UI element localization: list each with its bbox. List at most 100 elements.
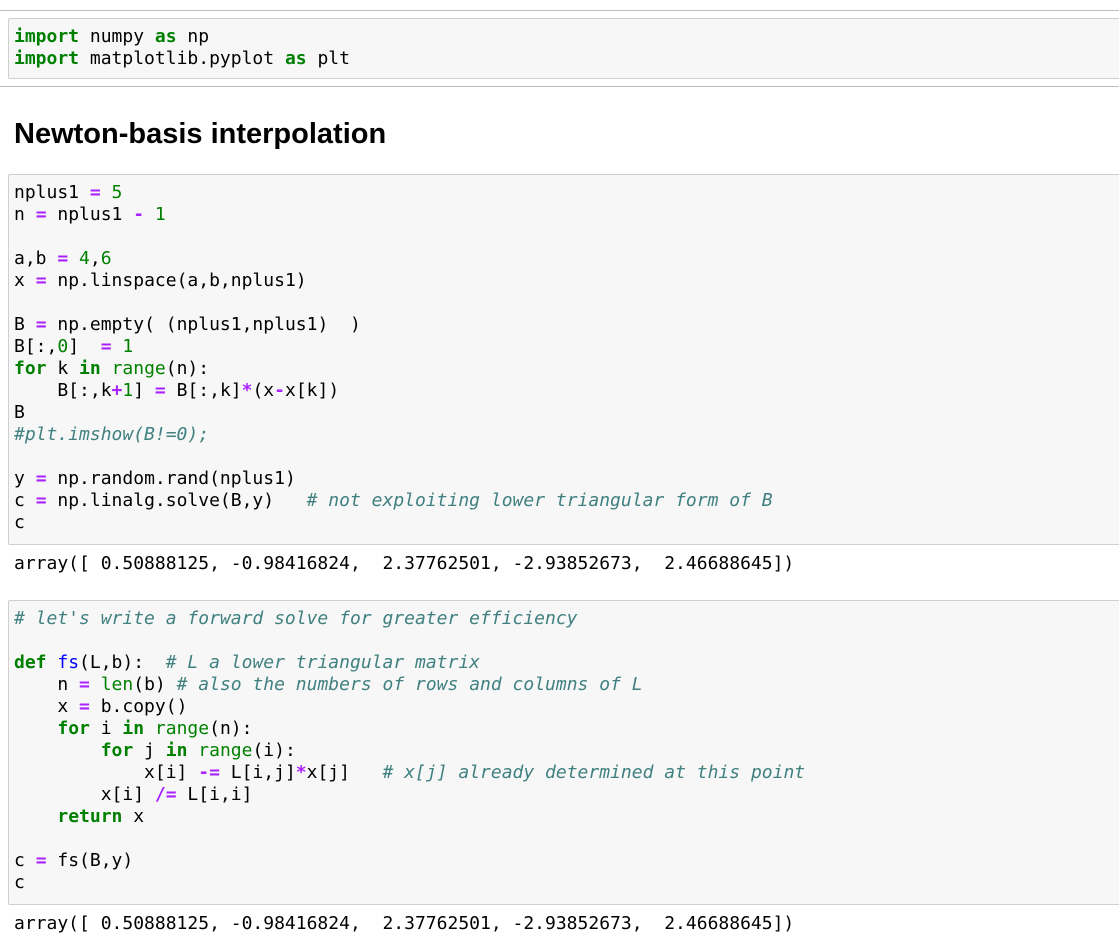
code-text-token: B[:,k] <box>165 380 242 401</box>
keyword-token: for <box>100 740 134 761</box>
code-text-token: x[k]) <box>285 380 340 401</box>
code-line <box>14 292 1117 314</box>
cell-separator <box>0 10 1119 11</box>
code-text-token: c <box>14 512 25 533</box>
code-line: B[:,0] = 1 <box>14 336 1117 358</box>
number-token: 1 <box>122 380 134 401</box>
code-text-token <box>14 740 101 761</box>
operator-token: = <box>57 248 69 269</box>
keyword-token: import <box>14 48 80 69</box>
code-text-token <box>144 718 155 739</box>
code-line <box>14 828 1117 850</box>
code-text-token: n <box>14 674 80 695</box>
code-line: for i in range(n): <box>14 718 1117 740</box>
code-text-token: (i): <box>252 740 296 761</box>
code-text-token <box>101 358 112 379</box>
operator-token: + <box>111 380 123 401</box>
operator-token: = <box>35 314 47 335</box>
code-text-token: c <box>14 490 36 511</box>
code-text-token: np.empty( (nplus1,nplus1) ) <box>46 314 361 335</box>
code-text-token: i <box>89 718 123 739</box>
code-text-token: a,b <box>14 248 58 269</box>
number-token: 4 <box>79 248 90 269</box>
code-text-token: (b) <box>133 674 177 695</box>
code-line: for k in range(n): <box>14 358 1117 380</box>
code-line: # let's write a forward solve for greate… <box>14 608 1117 630</box>
comment-token: #plt.imshow(B!=0); <box>14 424 210 445</box>
code-line <box>14 446 1117 468</box>
operator-token: = <box>35 850 47 871</box>
code-line: c = fs(B,y) <box>14 850 1117 872</box>
code-text-token: k <box>46 358 80 379</box>
code-text-token: np.linspace(a,b,nplus1) <box>46 270 307 291</box>
cell-output: array([ 0.50888125, -0.98416824, 2.37762… <box>14 553 795 574</box>
code-line <box>14 630 1117 652</box>
code-text-token: matplotlib.pyplot <box>79 48 285 69</box>
code-line: n = len(b) # also the numbers of rows an… <box>14 674 1117 696</box>
code-text-token: B <box>14 402 25 423</box>
number-token: 6 <box>100 248 112 269</box>
keyword-token: for <box>57 718 90 739</box>
code-text-token: L[i,i] <box>176 784 253 805</box>
number-token: 0 <box>57 336 69 357</box>
operator-token: - <box>274 380 285 401</box>
code-cell-forward-solve[interactable]: # let's write a forward solve for greate… <box>8 600 1119 905</box>
code-text-token <box>101 182 112 203</box>
code-text-token: np.random.rand(nplus1) <box>46 468 296 489</box>
code-line: B = np.empty( (nplus1,nplus1) ) <box>14 314 1117 336</box>
code-line: y = np.random.rand(nplus1) <box>14 468 1117 490</box>
code-line: import numpy as np <box>14 26 1117 48</box>
keyword-token: import <box>14 26 80 47</box>
code-text-token: x <box>122 806 145 827</box>
operator-token: = <box>154 380 166 401</box>
keyword-token: in <box>165 740 188 761</box>
comment-token: # x[j] already determined at this point <box>382 762 806 783</box>
number-token: 1 <box>154 204 166 225</box>
number-token: 1 <box>122 336 134 357</box>
code-text-token <box>90 674 101 695</box>
code-line: nplus1 = 5 <box>14 182 1117 204</box>
code-text-token: np.linalg.solve(B,y) <box>46 490 307 511</box>
code-text-token: x[j] <box>306 762 383 783</box>
operator-token: - <box>133 204 145 225</box>
operator-token: = <box>79 696 90 717</box>
code-text-token: (x <box>252 380 275 401</box>
keyword-token: in <box>122 718 145 739</box>
operator-token: = <box>79 674 90 695</box>
cell-output: array([ 0.50888125, -0.98416824, 2.37762… <box>14 913 795 934</box>
operator-token: = <box>35 270 47 291</box>
code-line: return x <box>14 806 1117 828</box>
keyword-token: def <box>14 652 47 673</box>
code-line: x[i] /= L[i,i] <box>14 784 1117 806</box>
code-text-token: x[i] <box>14 762 199 783</box>
code-text-token <box>47 652 58 673</box>
comment-token: # let's write a forward solve for greate… <box>14 608 578 629</box>
code-text-token: j <box>133 740 166 761</box>
function-name-token: fs <box>57 652 80 673</box>
operator-token: = <box>35 468 47 489</box>
operator-token: * <box>241 380 253 401</box>
comment-token: # L a lower triangular matrix <box>165 652 481 673</box>
code-text-token: nplus1 <box>14 182 90 203</box>
code-text-token <box>187 740 198 761</box>
code-text-token: (L,b): <box>79 652 166 673</box>
code-line <box>14 226 1117 248</box>
code-text-token: x[i] <box>14 784 155 805</box>
operator-token: = <box>35 490 47 511</box>
code-text-token: numpy <box>79 26 155 47</box>
builtin-token: len <box>100 674 134 695</box>
keyword-token: return <box>57 806 123 827</box>
code-text-token: y <box>14 468 36 489</box>
comment-token: # also the numbers of rows and columns o… <box>176 674 643 695</box>
code-line: a,b = 4,6 <box>14 248 1117 270</box>
code-text-token: plt <box>306 48 350 69</box>
code-line: B <box>14 402 1117 424</box>
keyword-token: as <box>154 26 177 47</box>
code-line: c <box>14 512 1117 534</box>
cell-separator <box>0 86 1119 87</box>
code-text-token: ] <box>68 336 101 357</box>
code-line: import matplotlib.pyplot as plt <box>14 48 1117 70</box>
operator-token: /= <box>154 784 177 805</box>
